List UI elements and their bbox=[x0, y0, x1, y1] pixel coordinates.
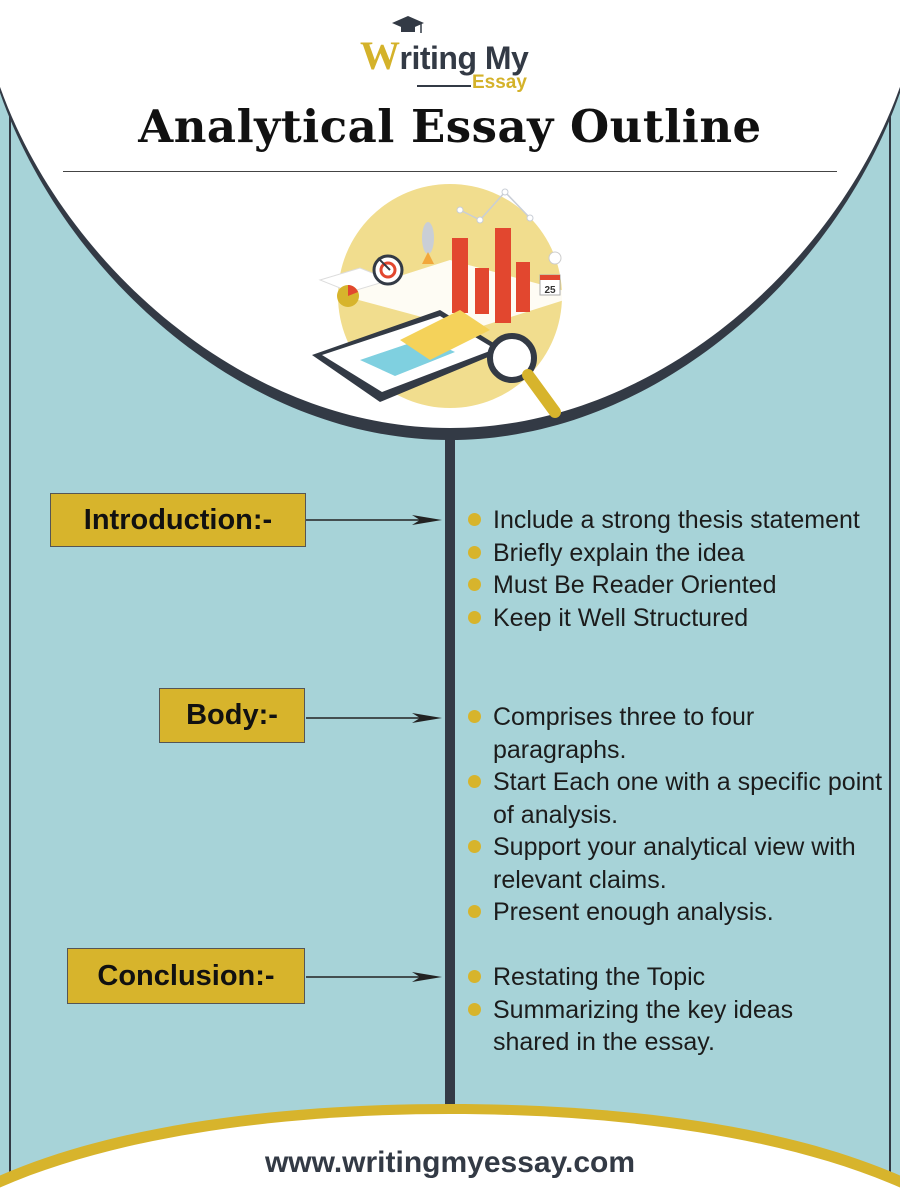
bullet-dot-icon bbox=[468, 775, 481, 788]
body-label-box: Body:- bbox=[159, 688, 305, 743]
logo-subtitle: Essay bbox=[472, 72, 527, 93]
bullet-dot-icon bbox=[468, 710, 481, 723]
footer-url: www.writingmyessay.com bbox=[264, 1146, 636, 1179]
list-item: Summarizing the key ideas shared in the … bbox=[468, 994, 868, 1059]
body-bullet-list: Comprises three to four paragraphs. Star… bbox=[468, 701, 888, 929]
bar-chart-icon bbox=[452, 238, 468, 313]
list-item: Present enough analysis. bbox=[468, 896, 888, 929]
logo-initial: W bbox=[360, 33, 400, 78]
analytics-magnifier-illustration: 25 bbox=[312, 184, 580, 418]
arrow-icon bbox=[306, 972, 442, 982]
bullet-dot-icon bbox=[468, 1002, 481, 1016]
logo: Writing My Essay bbox=[360, 14, 560, 94]
section-label: Body:- bbox=[186, 699, 278, 731]
bullet-dot-icon bbox=[468, 970, 481, 983]
list-item: Keep it Well Structured bbox=[468, 602, 868, 635]
bullet-dot-icon bbox=[468, 578, 481, 591]
rocket-icon bbox=[422, 222, 434, 254]
section-label: Conclusion:- bbox=[97, 959, 275, 992]
timeline-line bbox=[445, 430, 455, 1110]
introduction-label-box: Introduction:- bbox=[50, 493, 306, 547]
list-item: Support your analytical view with releva… bbox=[468, 831, 888, 896]
bullet-dot-icon bbox=[468, 610, 481, 624]
list-item: Must Be Reader Oriented bbox=[468, 569, 868, 602]
list-item: Include a strong thesis statement bbox=[468, 504, 868, 537]
logo-brand-rest: riting My bbox=[399, 40, 529, 76]
logo-divider bbox=[417, 85, 471, 87]
logo-brand: Writing My bbox=[360, 32, 529, 79]
list-item: Comprises three to four paragraphs. bbox=[468, 701, 888, 766]
page-title: Analytical Essay Outline bbox=[138, 100, 762, 153]
list-item: Restating the Topic bbox=[468, 961, 868, 994]
conclusion-label-box: Conclusion:- bbox=[67, 948, 305, 1004]
list-item: Start Each one with a specific point of … bbox=[468, 766, 888, 831]
bullet-dot-icon bbox=[468, 905, 481, 918]
bullet-dot-icon bbox=[468, 840, 481, 853]
light-bulb-icon bbox=[548, 251, 562, 265]
introduction-bullet-list: Include a strong thesis statement Briefl… bbox=[468, 504, 868, 634]
section-label: Introduction:- bbox=[83, 503, 273, 536]
magnifier-icon bbox=[487, 333, 537, 383]
bullet-dot-icon bbox=[468, 545, 481, 559]
conclusion-bullet-list: Restating the Topic Summarizing the key … bbox=[468, 961, 868, 1059]
arrow-icon bbox=[306, 515, 442, 525]
bullet-dot-icon bbox=[468, 513, 481, 526]
graduation-cap-icon bbox=[392, 16, 424, 33]
arrow-icon bbox=[306, 713, 442, 723]
title-underline bbox=[63, 171, 837, 172]
calendar-day: 25 bbox=[544, 285, 556, 296]
list-item: Briefly explain the idea bbox=[468, 537, 868, 570]
